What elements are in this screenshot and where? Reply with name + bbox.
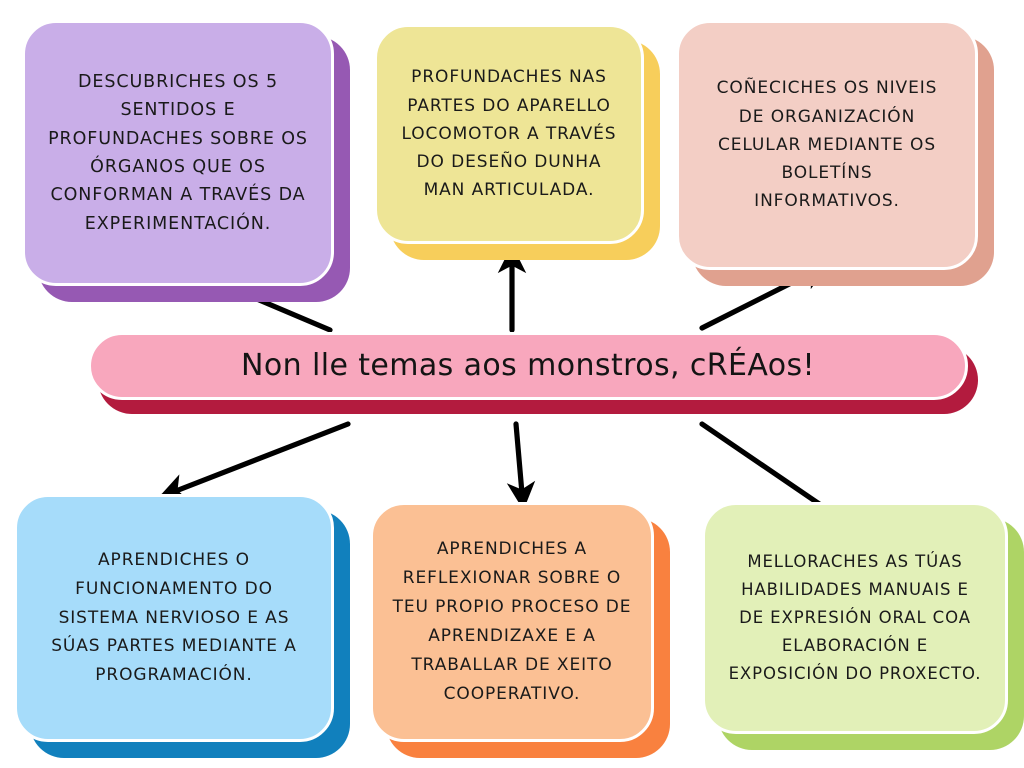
banner-face: Non lle temas aos monstros, cRÉAos! bbox=[88, 332, 968, 400]
card-face: DESCUBRICHES OS 5 SENTIDOS E PROFUNDACHE… bbox=[22, 20, 334, 286]
card-text: DESCUBRICHES OS 5 SENTIDOS E PROFUNDACHE… bbox=[48, 71, 308, 234]
card-nervioso[interactable]: APRENDICHES O FUNCIONAMENTO DO SISTEMA N… bbox=[14, 494, 350, 758]
card-celular[interactable]: COÑECICHES OS NIVEIS DE ORGANIZACIÓN CEL… bbox=[676, 20, 994, 286]
card-habilidades[interactable]: MELLORACHES AS TÚAS HABILIDADES MANUAIS … bbox=[702, 502, 1024, 750]
card-text: APRENDICHES A REFLEXIONAR SOBRE O TEU PR… bbox=[392, 539, 632, 704]
card-face: COÑECICHES OS NIVEIS DE ORGANIZACIÓN CEL… bbox=[676, 20, 978, 270]
card-text: PROFUNDACHES NAS PARTES DO APARELLO LOCO… bbox=[401, 67, 617, 201]
arrow-center-to-nervioso bbox=[157, 421, 351, 501]
card-text: COÑECICHES OS NIVEIS DE ORGANIZACIÓN CEL… bbox=[716, 78, 938, 212]
card-face: APRENDICHES O FUNCIONAMENTO DO SISTEMA N… bbox=[14, 494, 334, 742]
card-face: MELLORACHES AS TÚAS HABILIDADES MANUAIS … bbox=[702, 502, 1008, 734]
arrow-center-to-reflexion bbox=[506, 421, 536, 511]
card-sentidos[interactable]: DESCUBRICHES OS 5 SENTIDOS E PROFUNDACHE… bbox=[22, 20, 350, 302]
card-face: PROFUNDACHES NAS PARTES DO APARELLO LOCO… bbox=[374, 24, 644, 244]
card-face: APRENDICHES A REFLEXIONAR SOBRE O TEU PR… bbox=[370, 502, 654, 742]
card-text: APRENDICHES O FUNCIONAMENTO DO SISTEMA N… bbox=[51, 549, 297, 686]
page-title: Non lle temas aos monstros, cRÉAos! bbox=[241, 348, 815, 383]
center-banner[interactable]: Non lle temas aos monstros, cRÉAos! bbox=[88, 332, 978, 414]
card-text: MELLORACHES AS TÚAS HABILIDADES MANUAIS … bbox=[728, 551, 982, 684]
card-locomotor[interactable]: PROFUNDACHES NAS PARTES DO APARELLO LOCO… bbox=[374, 24, 660, 260]
card-reflexion[interactable]: APRENDICHES A REFLEXIONAR SOBRE O TEU PR… bbox=[370, 502, 670, 758]
